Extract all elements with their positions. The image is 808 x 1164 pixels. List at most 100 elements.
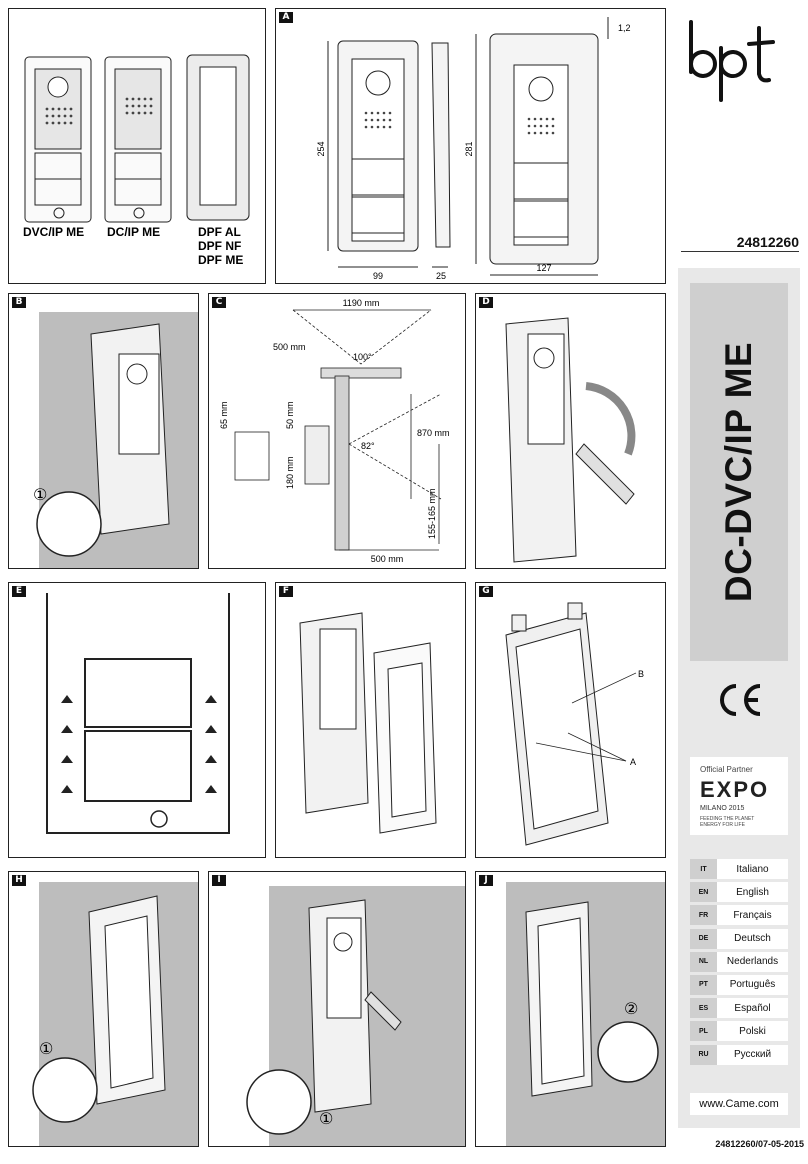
angle-top: 100° bbox=[353, 352, 372, 362]
language-name: Português bbox=[729, 979, 776, 991]
label-a: A bbox=[630, 757, 636, 767]
language-name: Polski bbox=[739, 1025, 766, 1037]
dim-top-width: 1190 mm bbox=[343, 298, 380, 308]
model-label-dpf-me: DPF ME bbox=[198, 253, 243, 267]
language-code: PT bbox=[690, 974, 717, 995]
module-insert-drawing bbox=[505, 317, 636, 563]
callout-1: ① bbox=[319, 1109, 333, 1128]
panel-g: G B A bbox=[475, 582, 666, 858]
title-box bbox=[690, 283, 788, 661]
model-label-dpf-al: DPF AL bbox=[198, 225, 241, 239]
language-item-es[interactable]: ES Español bbox=[690, 998, 788, 1019]
panel-d: D bbox=[475, 293, 666, 569]
model-label-dpf-nf: DPF NF bbox=[198, 239, 241, 253]
expo-logo: EXPO bbox=[700, 777, 770, 802]
panel-tag: B bbox=[12, 297, 26, 308]
flush-mount-drawing: ① bbox=[32, 882, 198, 1146]
panel-tag: A bbox=[279, 12, 293, 23]
language-code: PL bbox=[690, 1021, 717, 1042]
panel-tag: F bbox=[279, 586, 293, 597]
language-item-ru[interactable]: RU Русский bbox=[690, 1044, 788, 1065]
panel-tag: G bbox=[479, 586, 493, 597]
language-name: Español bbox=[734, 1002, 771, 1014]
panel-i: I ① bbox=[208, 871, 466, 1147]
model-label-dc: DC/IP ME bbox=[107, 225, 160, 239]
dpf-frame-illustration bbox=[186, 54, 250, 221]
footer-code: 24812260/07-05-2015 bbox=[715, 1139, 804, 1149]
panel-tag: C bbox=[212, 297, 226, 308]
dim-floor-distance: 500 mm bbox=[371, 554, 404, 564]
language-item-pt[interactable]: PT Português bbox=[690, 974, 788, 995]
frame-detail-drawing bbox=[46, 593, 230, 834]
expo-partner-label: Official Partner bbox=[700, 765, 753, 774]
wall-mount-drawing: ① bbox=[33, 312, 198, 568]
language-code: ES bbox=[690, 998, 717, 1019]
expo-partner-badge: Official Partner EXPO MILANO 2015 FEEDIN… bbox=[690, 757, 788, 835]
language-code: IT bbox=[690, 859, 717, 879]
panel-f: F bbox=[275, 582, 466, 858]
language-code: NL bbox=[690, 951, 717, 972]
dim-box-b: 50 mm bbox=[285, 401, 295, 429]
document-number-rule bbox=[681, 251, 799, 252]
overview-drawing: DVC/IP ME DC/IP ME DPF AL DPF NF DPF ME bbox=[23, 54, 250, 267]
dim-box-a: 65 mm bbox=[219, 401, 229, 429]
installation-height-drawing: 1190 mm 500 mm 100° 65 mm 50 mm 180 mm 8… bbox=[219, 298, 450, 564]
language-name: Deutsch bbox=[734, 933, 771, 945]
language-code: RU bbox=[690, 1044, 717, 1065]
panel-e: E bbox=[8, 582, 266, 858]
language-item-en[interactable]: EN English bbox=[690, 882, 788, 903]
front-frame-fit-drawing bbox=[299, 612, 437, 834]
callout-1: ① bbox=[33, 485, 47, 504]
flush-box-drawing: B A bbox=[505, 602, 644, 846]
dvc-unit-illustration bbox=[24, 56, 92, 223]
dim-width-frame: 127 bbox=[536, 263, 551, 273]
panel-tag: E bbox=[12, 586, 26, 597]
product-title: DC-DVC/IP ME bbox=[718, 341, 759, 603]
dim-height-frame: 281 bbox=[464, 141, 474, 156]
angle-side: 82° bbox=[361, 441, 375, 451]
bpt-logo bbox=[689, 20, 775, 102]
language-item-nl[interactable]: NL Nederlands bbox=[690, 951, 788, 972]
language-name: Italiano bbox=[736, 863, 769, 875]
language-item-it[interactable]: IT Italiano bbox=[690, 859, 788, 879]
dim-box-c: 180 mm bbox=[285, 456, 295, 489]
flush-module-insert-drawing: ① bbox=[246, 886, 465, 1146]
overview-panel: DVC/IP ME DC/IP ME DPF AL DPF NF DPF ME bbox=[8, 8, 266, 284]
language-name: Français bbox=[733, 909, 772, 921]
panel-c: C 1190 mm 500 mm 100° 65 mm 50 mm 180 mm… bbox=[208, 293, 466, 569]
panel-tag: J bbox=[479, 875, 493, 886]
language-name: English bbox=[736, 886, 769, 898]
label-b: B bbox=[638, 669, 644, 679]
callout-2: ② bbox=[624, 999, 638, 1018]
dim-thickness: 1,2 bbox=[618, 23, 631, 33]
panel-j: J ② bbox=[475, 871, 666, 1147]
callout-1: ① bbox=[39, 1039, 53, 1058]
panel-b: B ① bbox=[8, 293, 199, 569]
language-item-pl[interactable]: PL Polski bbox=[690, 1021, 788, 1042]
expo-event: MILANO 2015 bbox=[700, 805, 745, 812]
expo-tagline-1: FEEDING THE PLANET bbox=[700, 816, 755, 822]
website-link[interactable]: www.Came.com bbox=[690, 1093, 788, 1115]
dim-depth: 25 bbox=[436, 271, 446, 281]
dim-height-front: 254 bbox=[316, 141, 326, 156]
language-code: EN bbox=[690, 882, 717, 903]
language-name: Русский bbox=[733, 1049, 772, 1060]
dim-width-front: 99 bbox=[373, 271, 383, 281]
panel-tag: I bbox=[212, 875, 226, 886]
expo-tagline-2: ENERGY FOR LIFE bbox=[700, 822, 745, 828]
document-number: 24812260 bbox=[736, 234, 799, 250]
dc-unit-illustration bbox=[104, 56, 172, 223]
ce-mark-icon bbox=[720, 684, 761, 716]
flush-frame-fit-drawing: ② bbox=[506, 882, 665, 1146]
panel-tag: D bbox=[479, 297, 493, 308]
language-code: DE bbox=[690, 928, 717, 949]
language-item-de[interactable]: DE Deutsch bbox=[690, 928, 788, 949]
panel-a: A bbox=[275, 8, 666, 284]
language-name: Nederlands bbox=[726, 956, 779, 968]
panel-tag: H bbox=[12, 875, 26, 886]
dimension-drawing: 254 281 99 25 127 1,2 bbox=[316, 17, 631, 281]
dim-mount-height: 155-165 mm bbox=[427, 488, 437, 539]
dim-side-height: 870 mm bbox=[417, 428, 450, 438]
